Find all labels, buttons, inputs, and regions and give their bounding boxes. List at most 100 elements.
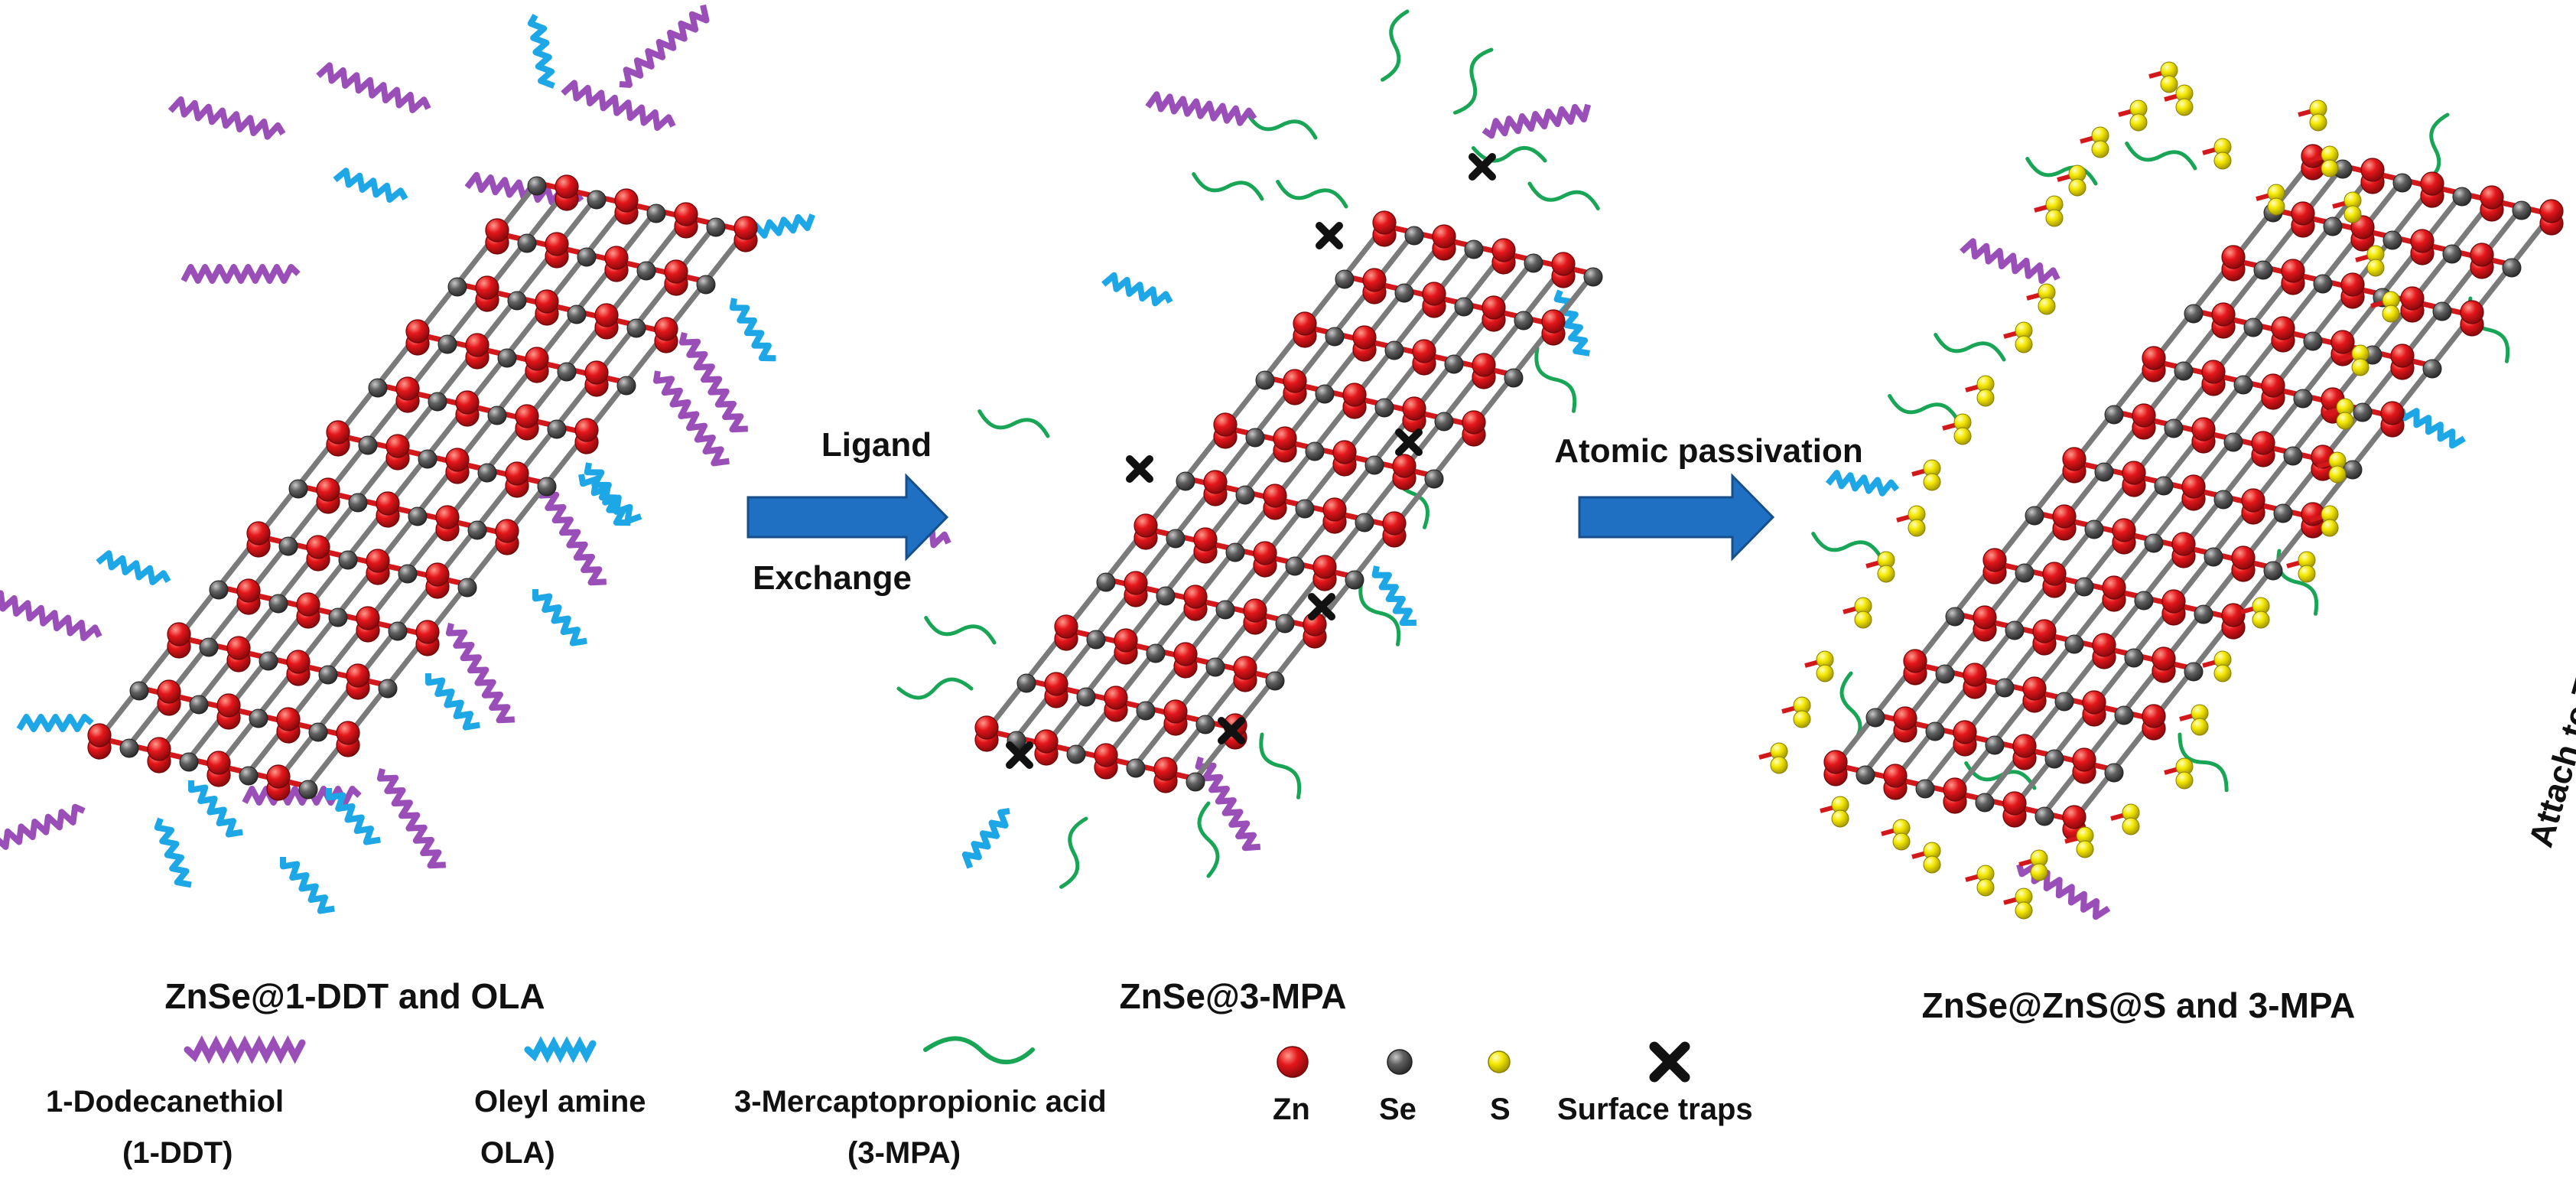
se-atom [1265,671,1285,691]
zn-atom [1883,764,1908,788]
ola-ligand [961,808,1010,869]
panel3-caption: ZnSe@ZnS@S and 3-MPA [1922,985,2356,1025]
zn-atom [2390,344,2415,368]
s-atom [2336,412,2354,430]
zn-atom [1422,282,1446,306]
ddt-ligand [537,485,607,586]
zn-atom [2092,633,2116,657]
ddt-ligand [0,590,102,641]
se-atom [2094,462,2114,482]
mpa-ligand [1259,732,1302,800]
zn-atom [2012,734,2037,758]
se-atom [1186,772,1205,792]
zn-atom [2062,805,2086,829]
zn-atom [1402,396,1426,421]
ddt-ligand [561,80,676,131]
se-atom [2382,230,2402,250]
mpa-ligand [1059,816,1088,889]
zn-atom [974,715,999,740]
se-atom [1166,529,1186,549]
se-atom [1384,340,1404,360]
s-atom [1854,611,1872,629]
se-atom [1315,384,1335,404]
mpa-ligand [1453,47,1494,115]
zn-atom [535,289,559,314]
se-atom [636,261,656,281]
panel-znse-mpa [843,9,1603,889]
se-atom [1925,721,1945,741]
ddt-ligand [1195,756,1261,852]
panel2-znse-lattice [974,210,1603,793]
panel2-ligands [843,9,1600,889]
zn-atom [2102,575,2126,600]
se-atom [2323,217,2343,236]
zn-atom [2261,373,2285,398]
zn-atom [1283,369,1307,393]
s-atom [1877,565,1895,583]
zn-atom [455,390,480,415]
se-atom [2134,591,2154,611]
zn-atom [733,216,758,240]
zn-atom [1491,238,1516,262]
zn-atom [276,707,301,731]
ola-ligand [333,168,408,203]
panel-znse-ddt-ola [0,4,815,914]
zn-atom [654,317,678,341]
zn-atom [246,521,271,546]
surface-trap-icon [1649,1041,1690,1083]
mpa-ligand [1934,333,2006,362]
se-atom [1245,428,1265,448]
s-atom [1908,519,1926,537]
ola-ligand [729,298,776,362]
panel3-znse-zns-lattice [1823,144,2564,842]
se-atom [2512,200,2532,220]
se-atom [2303,331,2323,351]
se-atom [318,665,338,685]
zn-atom-icon [1277,1046,1309,1078]
zn-atom [316,477,340,502]
se-atom [2114,705,2134,725]
s-atom [1976,878,1995,897]
zn-atom [435,505,460,529]
se-atom [2293,389,2313,409]
ola-ligand [154,817,192,888]
zn-atom [356,606,380,630]
se-atom [189,695,209,715]
legend-mpa-name: 3-Mercaptopropionic acid [734,1085,1107,1119]
zn-atom [2142,346,2166,370]
se-atom [696,275,716,295]
ddt-ligand [0,803,86,850]
zn-atom [555,174,579,199]
zn-atom [157,679,181,704]
s-atom [2122,817,2140,835]
zn-atom [445,448,470,472]
atomic-passivation-arrow: Atomic passivation [1554,432,1863,562]
s-atom [2351,358,2369,376]
attach-tio2-prefix: Attach to TiO [2522,638,2576,851]
zn-atom [326,420,350,445]
se-atom [298,780,318,800]
zn-atom [2271,316,2295,340]
ddt-ligand [316,62,431,113]
se-atom [2422,359,2442,379]
se-atom [2432,301,2452,321]
zn-atom [1233,656,1257,680]
ddt-ligand [1145,91,1257,126]
se-atom [616,376,636,396]
se-atom [557,362,577,382]
s-atom [2382,305,2400,323]
s-atom [2366,259,2385,277]
zn-atom [226,636,251,660]
se-atom [2233,375,2253,395]
s-atom [2038,297,2056,315]
zn-atom [2062,447,2086,471]
se-atom [1275,614,1295,633]
s-atom [2030,863,2048,881]
se-atom [338,550,358,570]
zn-atom [1253,541,1277,565]
se-atom [706,217,726,237]
zn-atom [1054,614,1078,639]
se-atom [2044,749,2064,769]
ddt-ligand [1482,103,1592,139]
se-atom [308,722,328,742]
